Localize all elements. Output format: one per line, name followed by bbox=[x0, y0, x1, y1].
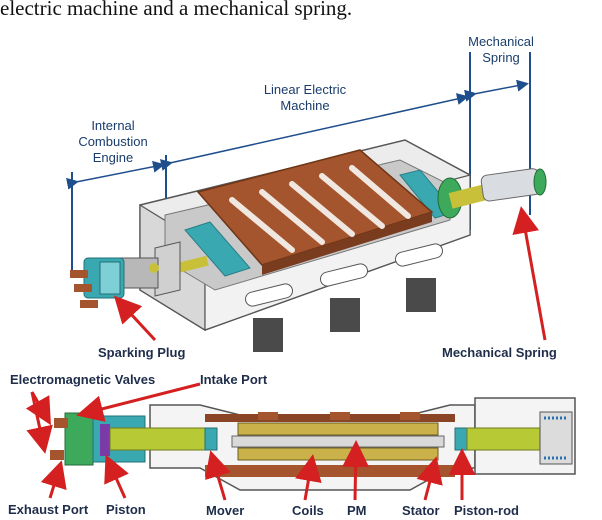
section-callout-arrows bbox=[25, 382, 476, 501]
label-line: Internal bbox=[91, 118, 135, 133]
label-pm: PM bbox=[347, 503, 367, 518]
label-line: Engine bbox=[92, 150, 134, 165]
label-coils: Coils bbox=[292, 503, 324, 518]
copper-plate bbox=[196, 149, 434, 275]
figure-caption: electric machine and a mechanical spring… bbox=[0, 0, 353, 20]
label-stator: Stator bbox=[402, 503, 440, 518]
label-piston-rod: Piston-rod bbox=[454, 503, 519, 518]
label-line: Mechanical bbox=[468, 34, 534, 49]
label-line: Combustion bbox=[78, 134, 148, 149]
label-line: Linear Electric bbox=[263, 82, 347, 97]
label-linear-electric-machine: Linear Electric Machine bbox=[250, 82, 360, 114]
label-mechanical-spring-callout: Mechanical Spring bbox=[442, 345, 557, 360]
machine-3d-view bbox=[70, 139, 547, 352]
mounting-feet bbox=[253, 278, 436, 352]
label-line: Spring bbox=[482, 50, 520, 65]
label-internal-combustion-engine: Internal Combustion Engine bbox=[62, 118, 164, 166]
stator-blocks bbox=[205, 412, 455, 477]
label-sparking-plug: Sparking Plug bbox=[98, 345, 186, 360]
label-mechanical-spring: Mechanical Spring bbox=[452, 34, 550, 66]
engine-head bbox=[70, 241, 181, 308]
label-electromagnetic-valves: Electromagnetic Valves bbox=[10, 372, 156, 387]
section-view bbox=[50, 397, 576, 491]
top-callout-arrows bbox=[113, 206, 547, 342]
label-exhaust-port: Exhaust Port bbox=[8, 502, 89, 517]
coil-row bbox=[231, 422, 445, 461]
spring-housing bbox=[437, 168, 547, 219]
label-intake-port: Intake Port bbox=[200, 372, 268, 387]
label-piston: Piston bbox=[106, 502, 146, 517]
label-mover: Mover bbox=[206, 503, 245, 518]
label-line: Machine bbox=[280, 98, 330, 113]
